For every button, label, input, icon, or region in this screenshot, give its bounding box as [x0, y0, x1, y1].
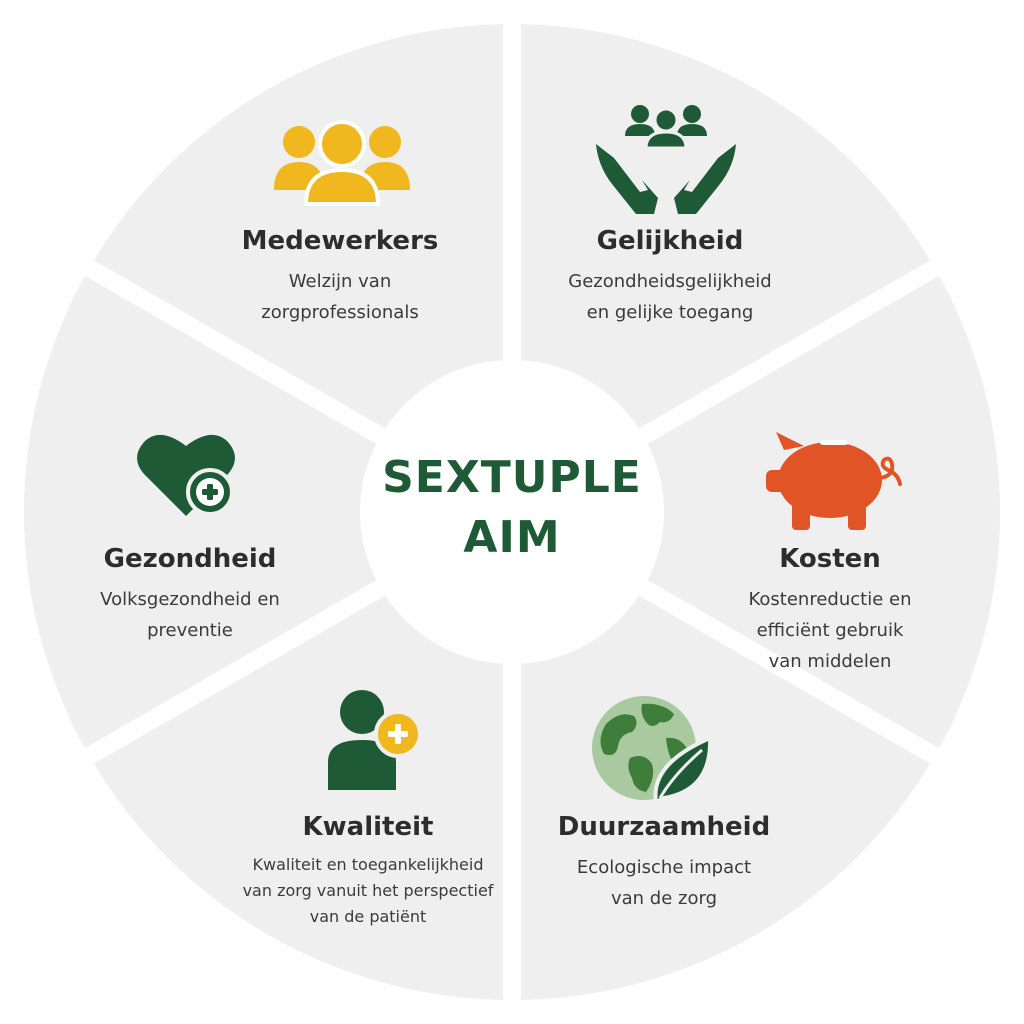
segment-description: Kostenreductie en efficiënt gebruik van … [680, 584, 980, 677]
hands-holding-people-icon [596, 105, 736, 214]
segment-description: Volksgezondheid en preventie [40, 584, 340, 646]
segment-description-line: Kwaliteit en toegankelijkheid [252, 855, 484, 874]
center-label-line1: SEXTUPLE [382, 452, 642, 503]
center-label-line2: AIM [463, 512, 561, 563]
segment-title: Kwaliteit [302, 812, 434, 842]
wheel-segment-gezondheid [93, 24, 504, 429]
segment-description-line: zorgprofessionals [261, 302, 419, 323]
segment-description-line: van de patiënt [309, 907, 427, 926]
wheel-segment-duurzaamheid [93, 595, 504, 1000]
segment-duurzaamheid: Duurzaamheid Ecologische impact van de z… [514, 812, 814, 914]
center-label: SEXTUPLE AIM [362, 448, 662, 568]
segment-description-line: van middelen [768, 651, 892, 672]
segment-description-line: en gelijke toegang [586, 302, 754, 323]
segment-description-line: Welzijn van [288, 271, 392, 292]
segment-description-line: van de zorg [610, 888, 717, 909]
segment-medewerkers: Medewerkers Welzijn van zorgprofessional… [190, 226, 490, 328]
segment-title: Duurzaamheid [557, 812, 771, 842]
segment-title: Gezondheid [103, 544, 277, 574]
heart-plus-icon [137, 434, 235, 516]
segment-description-line: Gezondheidsgelijkheid [568, 271, 772, 292]
segment-description: Kwaliteit en toegankelijkheid van zorg v… [218, 852, 518, 930]
segment-description: Gezondheidsgelijkheid en gelijke toegang [520, 266, 820, 328]
patient-plus-icon [328, 690, 422, 790]
segment-description-line: van zorg vanuit het perspectief [242, 881, 494, 900]
segment-description-line: preventie [147, 620, 233, 641]
wheel-segment-medewerkers [520, 24, 931, 429]
segment-title: Medewerkers [241, 226, 439, 256]
segment-description-line: Volksgezondheid en [100, 589, 280, 610]
center-circle [372, 372, 652, 652]
segment-description: Welzijn van zorgprofessionals [190, 266, 490, 328]
segment-kwaliteit: Kwaliteit Kwaliteit en toegankelijkheid … [218, 812, 518, 930]
segment-gelijkheid: Gelijkheid Gezondheidsgelijkheid en geli… [520, 226, 820, 328]
segment-gezondheid: Gezondheid Volksgezondheid en preventie [40, 544, 340, 646]
segment-title: Gelijkheid [596, 226, 744, 256]
wheel-segment-kosten [520, 595, 931, 1000]
segment-description-line: efficiënt gebruik [756, 620, 904, 641]
piggy-bank-icon [766, 432, 902, 530]
segment-title: Kosten [779, 544, 881, 574]
segment-description: Ecologische impact van de zorg [514, 852, 814, 914]
segment-description-line: Kostenreductie en [748, 589, 912, 610]
segment-description-line: Ecologische impact [576, 857, 752, 878]
segment-kosten: Kosten Kostenreductie en efficiënt gebru… [680, 544, 980, 677]
people-group-icon [274, 120, 410, 206]
globe-leaf-icon [592, 696, 713, 806]
